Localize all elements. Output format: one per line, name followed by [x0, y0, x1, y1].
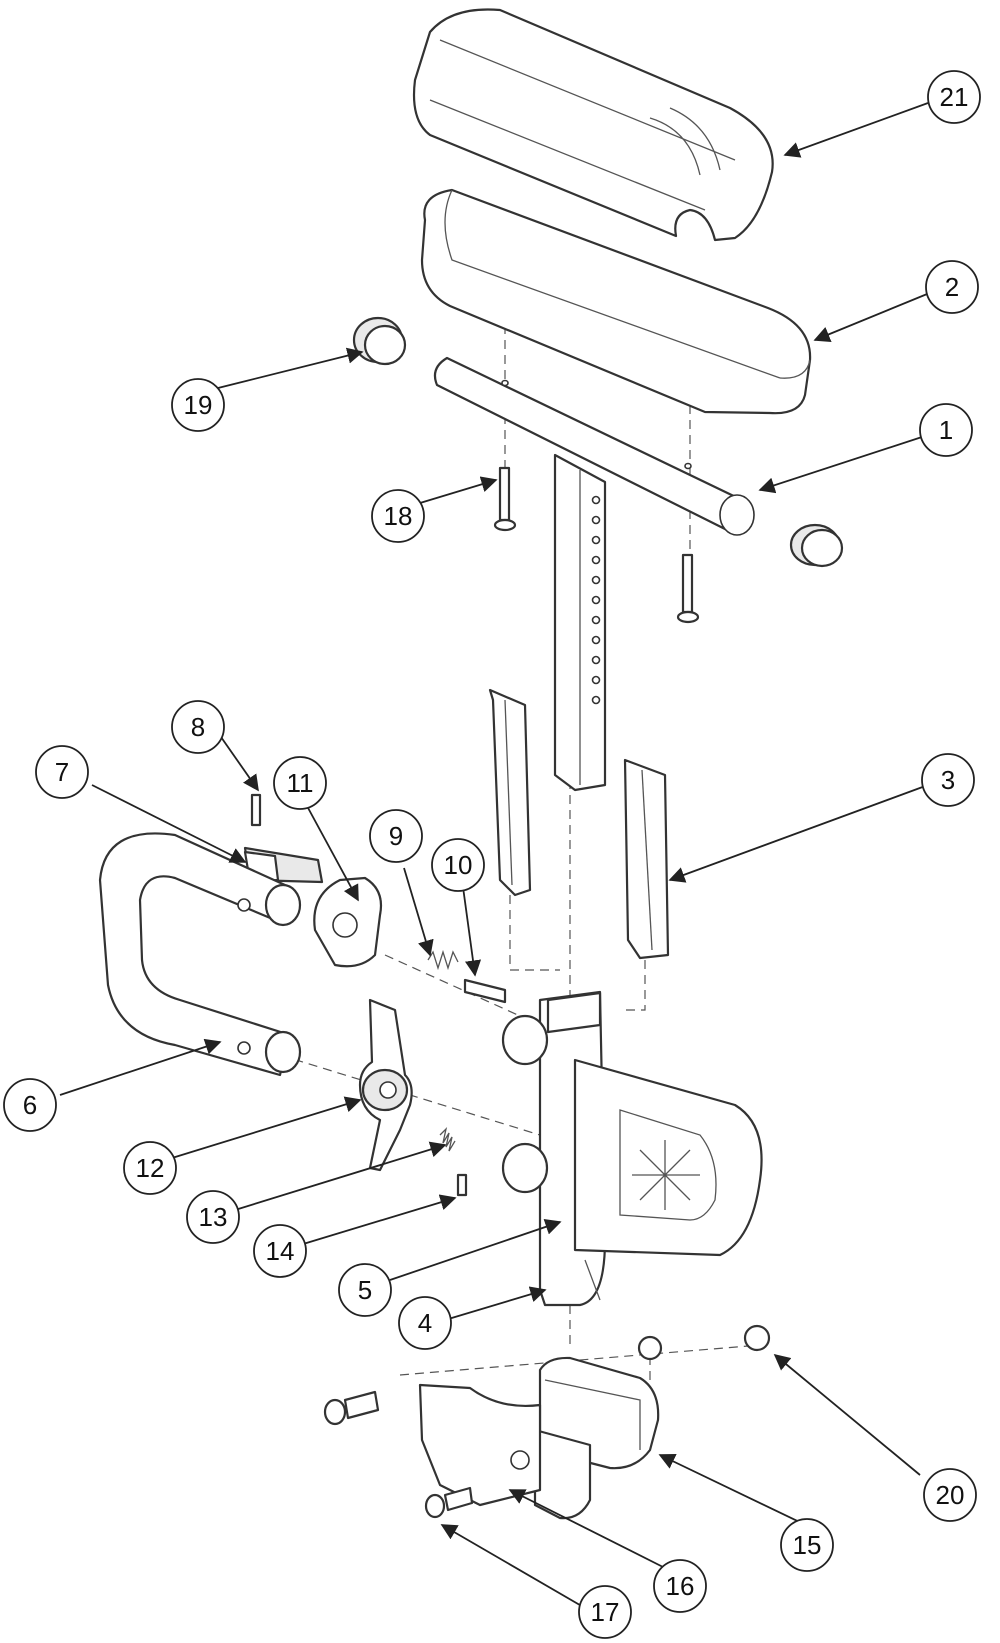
- callout-12: 12: [123, 1141, 177, 1195]
- callout-18-label: 18: [384, 501, 413, 531]
- small-pin: [456, 1173, 468, 1197]
- callout-1-label: 1: [939, 415, 953, 445]
- nut-upper: [637, 1335, 663, 1361]
- loop-handle: [98, 832, 302, 1077]
- callout-14: 14: [253, 1224, 307, 1278]
- callout-1: 1: [919, 403, 973, 457]
- screw-top-right: [676, 553, 700, 624]
- receiver-housing: [501, 990, 763, 1307]
- callout-4-label: 4: [418, 1308, 432, 1338]
- callout-20-label: 20: [936, 1480, 965, 1510]
- callout-13: 13: [186, 1190, 240, 1244]
- callout-12-label: 12: [136, 1153, 165, 1183]
- callout-10-label: 10: [444, 850, 473, 880]
- callout-7-label: 7: [55, 757, 69, 787]
- spring-lower: [439, 1126, 456, 1152]
- callout-8: 8: [171, 700, 225, 754]
- callout-6: 6: [3, 1078, 57, 1132]
- callout-20: 20: [923, 1468, 977, 1522]
- stem-holes: [591, 495, 601, 705]
- socket: [533, 1356, 660, 1520]
- spring-upper: [427, 949, 459, 971]
- plunger: [463, 978, 507, 1004]
- callout-11: 11: [273, 756, 327, 810]
- end-cap-left: [352, 316, 407, 366]
- callout-6-label: 6: [23, 1090, 37, 1120]
- callout-2: 2: [925, 260, 979, 314]
- armrest-pad: [420, 188, 812, 415]
- armrest-pad-cover: [412, 8, 774, 242]
- callout-21: 21: [927, 70, 981, 124]
- screw-bottom-lower: [424, 1486, 474, 1519]
- nut-right: [743, 1324, 771, 1352]
- callout-14-label: 14: [266, 1236, 295, 1266]
- callout-9-label: 9: [389, 821, 403, 851]
- leader-lines: [59, 102, 933, 1609]
- callout-21-label: 21: [940, 82, 969, 112]
- callout-5-label: 5: [358, 1275, 372, 1305]
- callout-17-label: 17: [591, 1597, 620, 1627]
- screw-top-left: [493, 466, 517, 532]
- callout-18: 18: [371, 489, 425, 543]
- callout-11-label: 11: [287, 768, 314, 798]
- clamp-collar: [313, 876, 383, 968]
- callout-4: 4: [398, 1296, 452, 1350]
- slide-guide-left: [488, 688, 532, 897]
- callout-9: 9: [369, 809, 423, 863]
- callout-16: 16: [653, 1559, 707, 1613]
- callout-13-label: 13: [199, 1202, 228, 1232]
- screw-bottom-upper: [323, 1390, 380, 1426]
- callout-3-label: 3: [941, 765, 955, 795]
- release-lever: [358, 998, 413, 1172]
- parts-drawing: [98, 8, 844, 1520]
- callout-15-label: 15: [793, 1530, 822, 1560]
- armrest-stem: [553, 453, 607, 792]
- slide-guide-right: [623, 758, 670, 960]
- callout-19: 19: [171, 378, 225, 432]
- clamp-bracket: [418, 1383, 542, 1507]
- callout-17: 17: [578, 1585, 632, 1639]
- callout-19-label: 19: [184, 390, 213, 420]
- callout-2-label: 2: [945, 272, 959, 302]
- callout-16-label: 16: [666, 1571, 695, 1601]
- callouts: 1 2 3 4 5 6 7 8 9 10 11 12 13 14 15 16 1…: [3, 70, 981, 1639]
- callout-5: 5: [338, 1263, 392, 1317]
- end-cap-right: [789, 523, 844, 568]
- armrest-tube: [433, 356, 755, 536]
- callout-3: 3: [921, 753, 975, 807]
- pin: [250, 793, 262, 827]
- callout-15: 15: [780, 1518, 834, 1572]
- callout-10: 10: [431, 838, 485, 892]
- callout-7: 7: [35, 745, 89, 799]
- callout-8-label: 8: [191, 712, 205, 742]
